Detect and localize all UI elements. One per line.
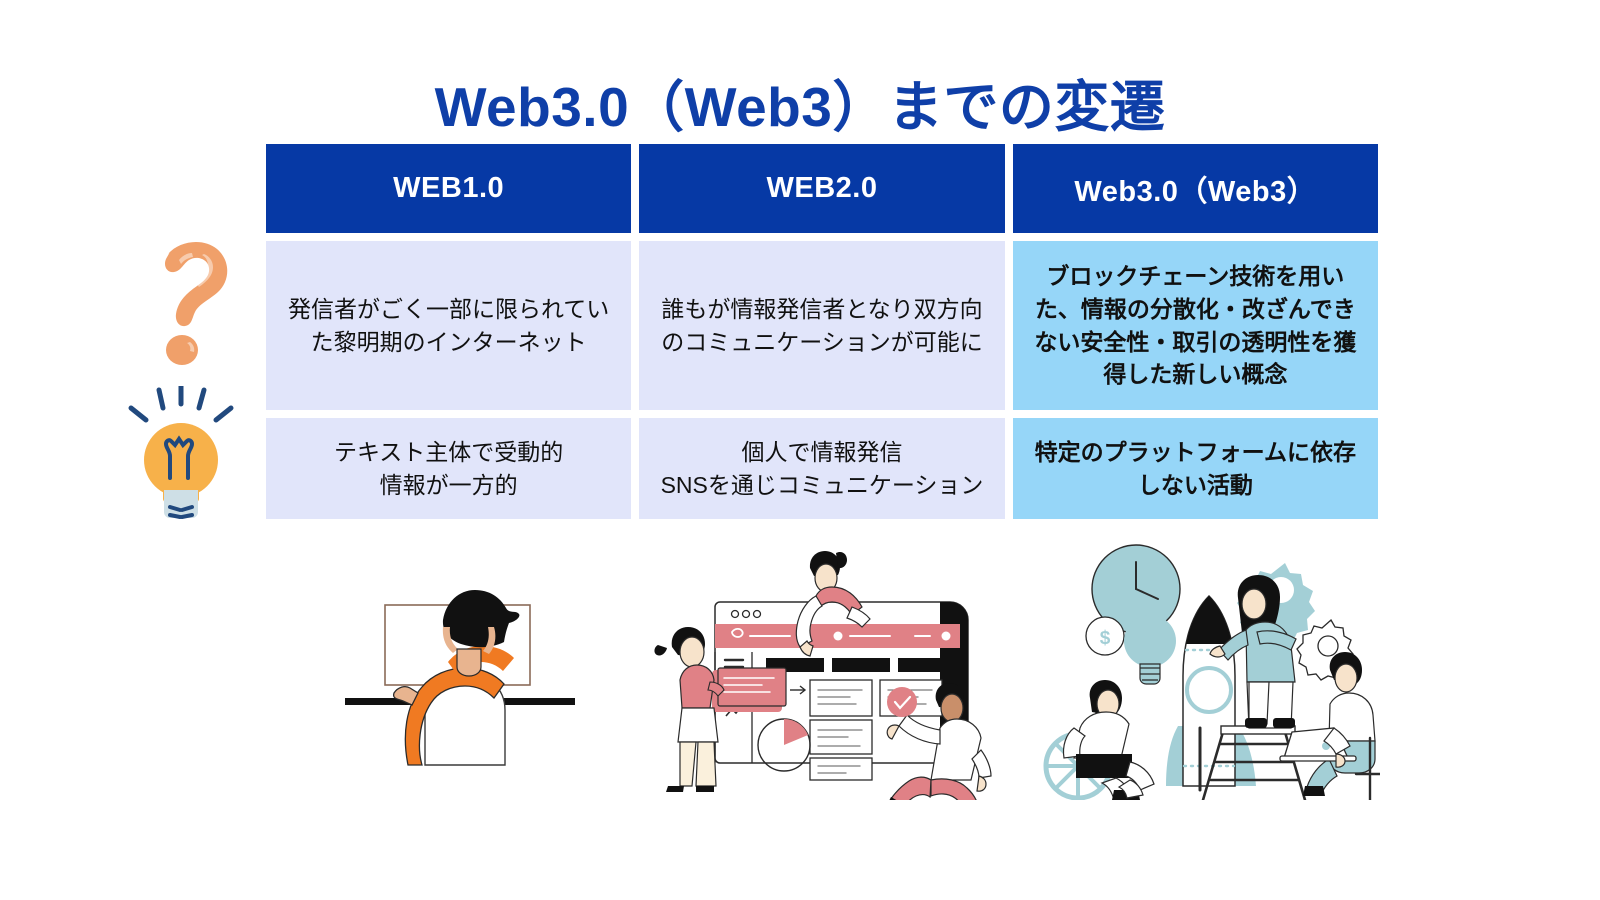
table-row: 発信者がごく一部に限られていた黎明期のインターネット 誰もが情報発信者となり双方…: [266, 241, 1378, 410]
cell-web1-characteristics: テキスト主体で受動的 情報が一方的: [266, 418, 632, 519]
page-title: Web3.0（Web3）までの変遷: [434, 76, 1166, 138]
cell-web2-description: 誰もが情報発信者となり双方向のコミュニケーションが可能に: [639, 241, 1005, 410]
cell-web3-characteristics: 特定のプラットフォームに依存しない活動: [1012, 418, 1378, 519]
table-header-row: WEB1.0 WEB2.0 Web3.0（Web3）: [266, 144, 1378, 233]
lightbulb-icon: [128, 386, 234, 519]
left-decoration-group: [120, 238, 265, 533]
column-header-web3: Web3.0（Web3）: [1012, 144, 1378, 233]
person-at-desktop-computer-illustration: [345, 590, 575, 766]
cell-web2-characteristics: 個人で情報発信 SNSを通じコミュニケーション: [639, 418, 1005, 519]
svg-text:$: $: [1100, 628, 1111, 649]
cell-web1-description: 発信者がごく一部に限られていた黎明期のインターネット: [266, 241, 632, 410]
table-row: テキスト主体で受動的 情報が一方的 個人で情報発信 SNSを通じコミュニケーショ…: [266, 418, 1378, 519]
cell-web3-description: ブロックチェーン技術を用いた、情報の分散化・改ざんできない安全性・取引の透明性を…: [1012, 241, 1378, 410]
column-header-web1: WEB1.0: [266, 144, 632, 233]
team-collaborating-on-web-dashboard-illustration: [654, 551, 992, 800]
question-mark-icon: [164, 241, 228, 365]
startup-rocket-team-illustration: $: [1043, 544, 1380, 800]
column-header-web2: WEB2.0: [639, 144, 1005, 233]
web-evolution-comparison-table: WEB1.0 WEB2.0 Web3.0（Web3） 発信者がごく一部に限られて…: [266, 144, 1378, 519]
